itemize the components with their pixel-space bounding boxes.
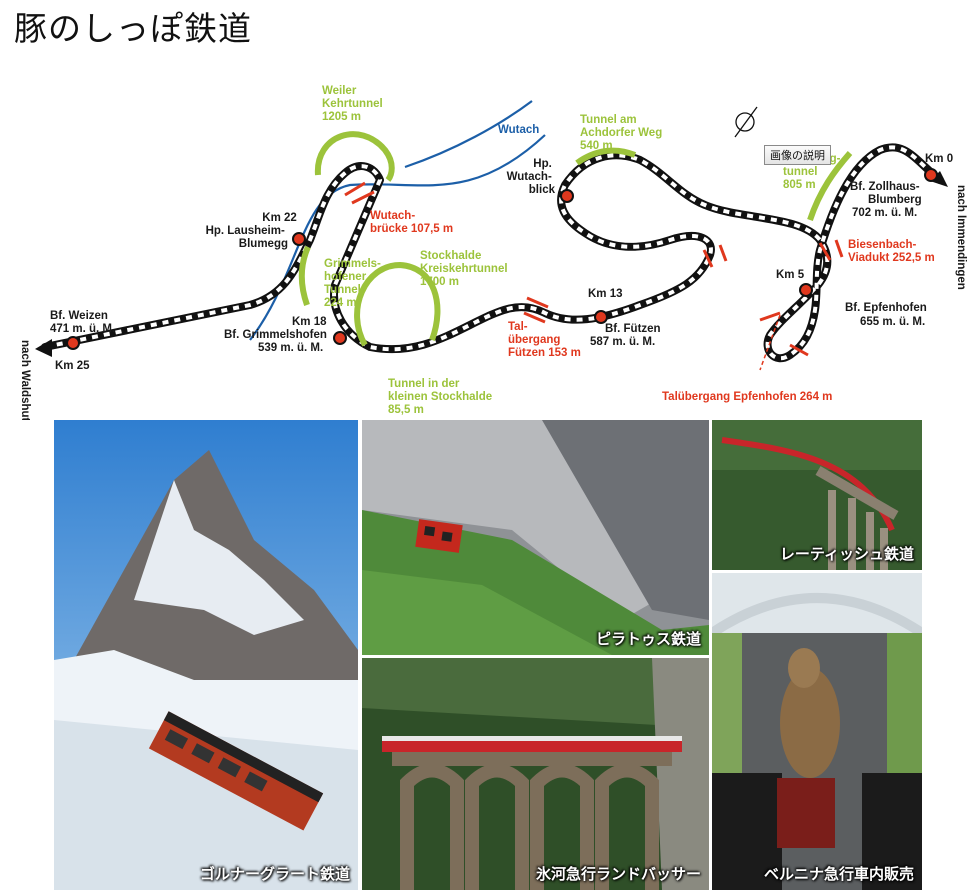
label-km25: Km 25 [55, 360, 90, 372]
tunnel-grimmels [298, 245, 311, 306]
label-dir-left: nach Waldshut [19, 340, 31, 420]
photo-bernina: ベルニナ急行車内販売 [712, 573, 922, 890]
photo-glacier: 氷河急行ランドバッサー [362, 658, 709, 890]
label-km18: Km 18 Bf. Grimmelshofen 539 m. ü. M. [224, 316, 330, 354]
label-achdorfer: Tunnel am Achdorfer Weg 540 m [580, 114, 665, 152]
bridge-fuetzen [523, 296, 549, 324]
label-epfenhofen: Bf. Epfenhofen 655 m. ü. M. [845, 302, 930, 328]
station-dot-km0 [924, 168, 938, 182]
bridge-loop [702, 244, 728, 268]
label-fuetzenbr: Tal- übergang Fützen 153 m [508, 321, 581, 359]
tunnel-buchberg [807, 151, 853, 221]
compass-icon [734, 106, 758, 138]
station-dot-km22 [292, 232, 306, 246]
arrow-right-icon [930, 171, 948, 187]
page-title: 豚のしっぽ鉄道 [14, 9, 252, 48]
caption-pilatus: ピラトゥス鉄道 [595, 630, 701, 648]
river-wutach-upper [404, 100, 533, 169]
label-epfenhofenbr: Talübergang Epfenhofen 264 m [662, 391, 832, 403]
station-dot-km25 [66, 336, 80, 350]
railway-map: Bf. Weizen 471 m. ü. M. Km 25 Km 18 Bf. … [0, 55, 975, 420]
bridge-wutach [344, 181, 375, 205]
caption-bernina: ベルニナ急行車内販売 [763, 865, 914, 883]
station-markers [66, 168, 938, 350]
caption-rhaetische: レーティッシュ鉄道 [779, 545, 914, 563]
label-km0: Km 0 [925, 153, 953, 165]
label-km22: Km 22 Hp. Lausheim- Blumegg [206, 212, 300, 250]
tunnel-stockhalde [354, 261, 441, 347]
station-dot-km18 [333, 331, 347, 345]
label-biesenbach: Biesenbach- Viadukt 252,5 m [848, 239, 935, 264]
label-weiler: Weiler Kehrtunnel 1205 m [322, 85, 386, 123]
station-dot-wutachblick [560, 189, 574, 203]
label-wutachblick: Hp. Wutach- blick [507, 158, 556, 196]
railway-track [35, 143, 948, 363]
tunnels [298, 131, 853, 347]
tunnel-weiler [314, 131, 395, 182]
image-description-button[interactable]: 画像の説明 [764, 145, 831, 165]
label-stockhalde: Stockhalde Kreiskehrtunnel 1700 m [420, 250, 511, 288]
tunnel-achdorfer [575, 147, 637, 166]
bridge-pointer [759, 314, 781, 371]
label-zollhaus: Bf. Zollhaus- Blumberg 702 m. ü. M. [850, 181, 925, 219]
label-kleinen: Tunnel in der kleinen Stockhalde 85,5 m [388, 378, 495, 416]
label-wutachbruecke: Wutach- brücke 107,5 m [370, 210, 453, 235]
station-dot-km5 [799, 283, 813, 297]
label-grimmels: Grimmels- hofener Tunnel 224 m [324, 258, 384, 309]
label-river: Wutach [498, 124, 539, 136]
label-km5: Km 5 [776, 269, 805, 281]
railway-map-svg: Bf. Weizen 471 m. ü. M. Km 25 Km 18 Bf. … [19, 85, 967, 420]
bridges [344, 181, 844, 371]
label-fuetzen: Bf. Fützen 587 m. ü. M. [590, 323, 664, 348]
photo-gornergrat: ゴルナーグラート鉄道 [54, 420, 358, 890]
bridge-biesenbach [818, 239, 844, 261]
arrow-left-icon [35, 339, 52, 357]
label-weizen: Bf. Weizen 471 m. ü. M. [50, 310, 115, 335]
station-dot-km13 [594, 310, 608, 324]
label-km13: Km 13 [588, 288, 623, 300]
caption-glacier: 氷河急行ランドバッサー [535, 865, 701, 883]
label-dir-right: nach Immendingen [955, 185, 967, 290]
photo-pilatus: ピラトゥス鉄道 [362, 420, 709, 655]
bridge-epfenhofen [759, 311, 809, 357]
photo-rhaetische: レーティッシュ鉄道 [712, 420, 922, 570]
caption-gornergrat: ゴルナーグラート鉄道 [199, 865, 350, 883]
